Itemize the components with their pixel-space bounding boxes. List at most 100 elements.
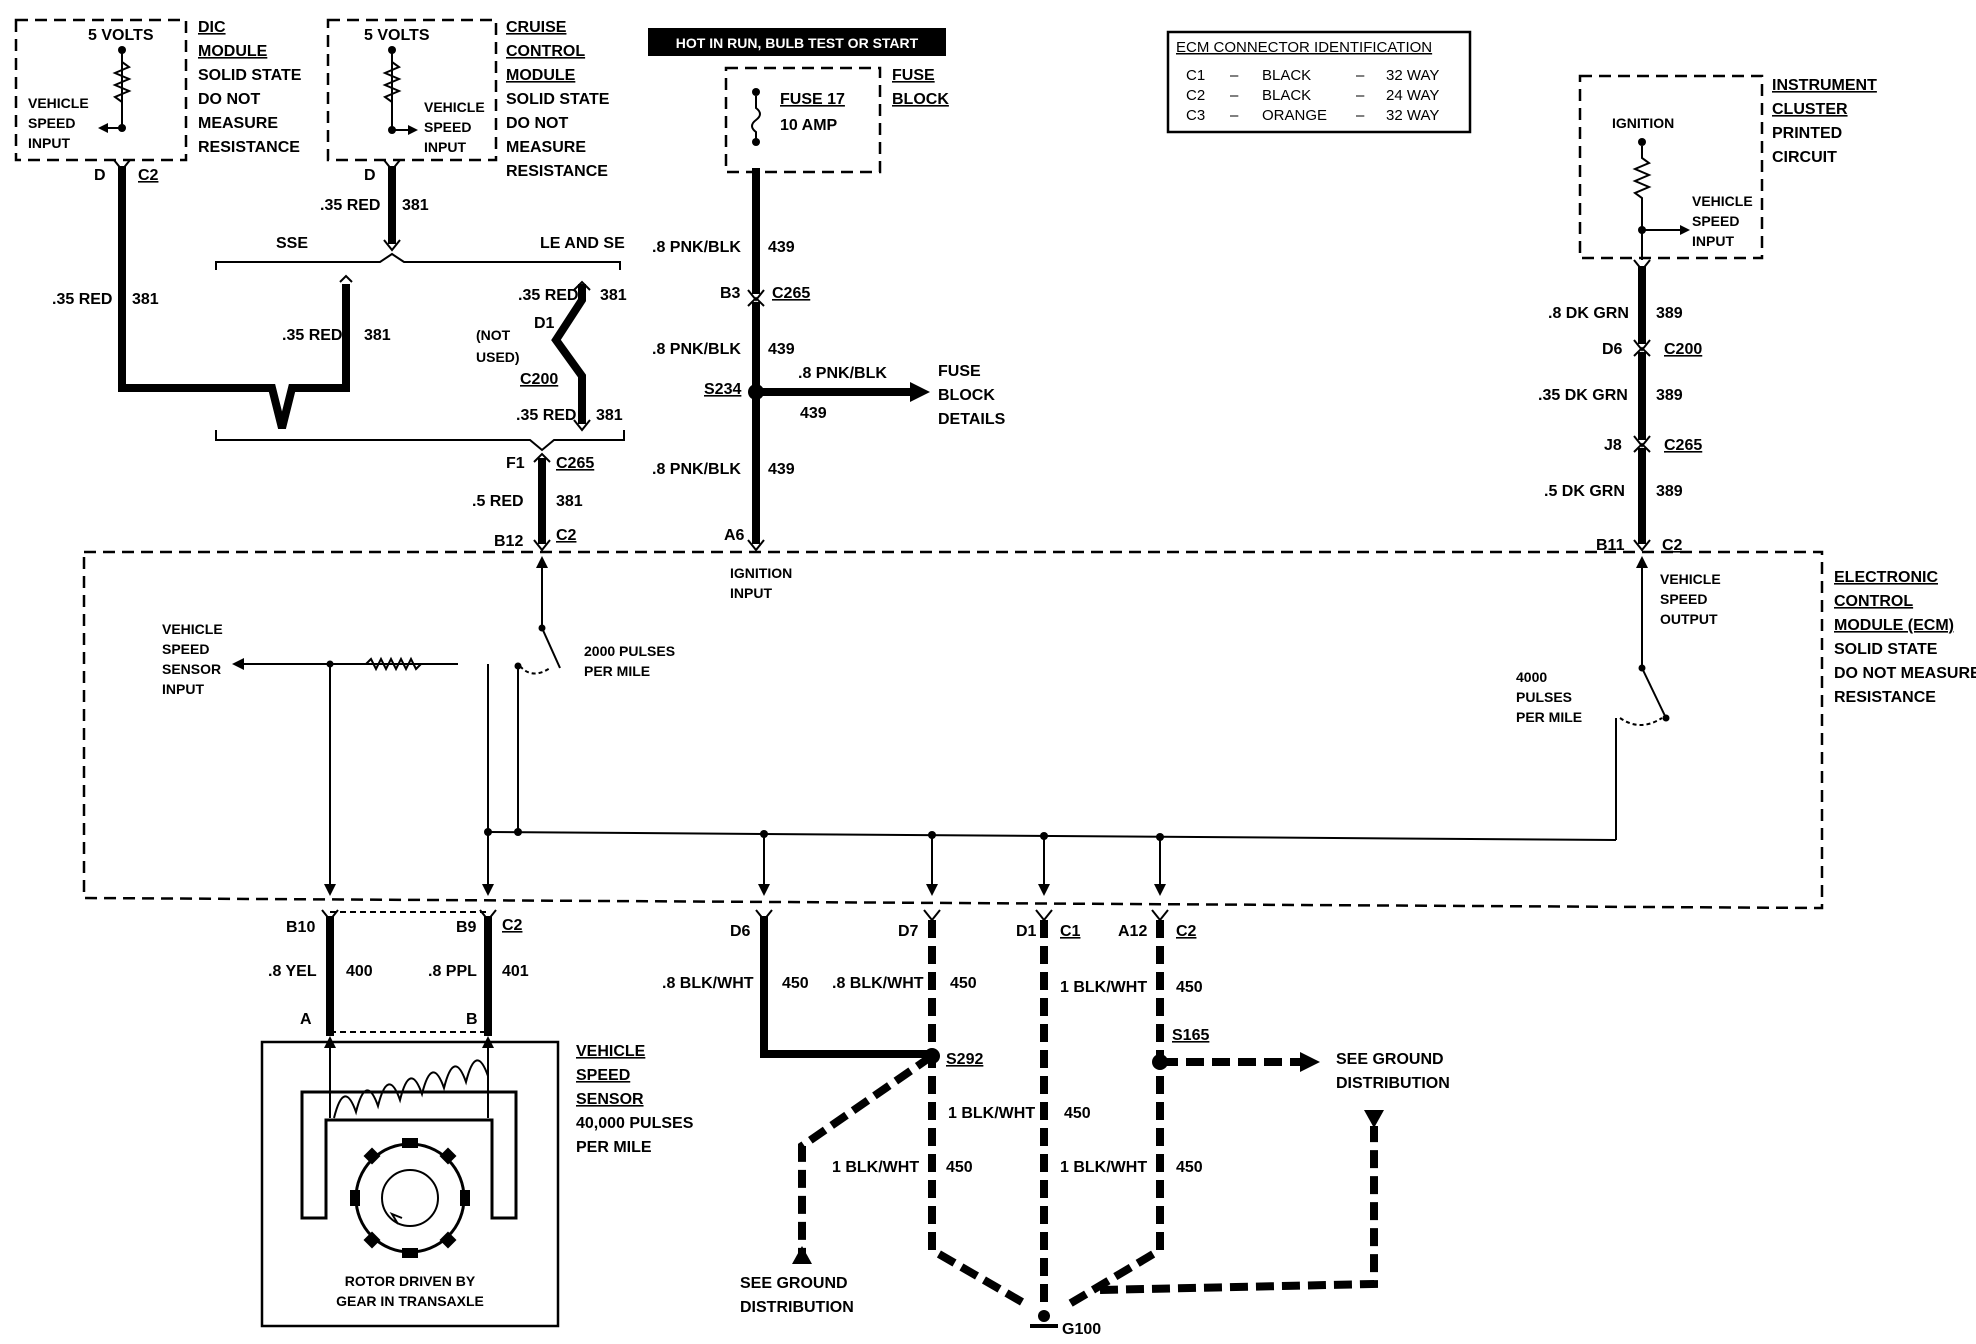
fuse-g1: .8 PNK/BLK <box>652 239 741 256</box>
dic-note-2: DO NOT <box>198 91 260 108</box>
cruise-volts: 5 VOLTS <box>364 27 430 44</box>
b3-label: B3 <box>720 285 741 302</box>
cruise-note-4: RESISTANCE <box>506 163 608 180</box>
cruise-title-3: MODULE <box>506 67 576 84</box>
p4000-3: PER MILE <box>1516 709 1582 725</box>
d7-label: D7 <box>898 923 919 940</box>
dic-note-3: MEASURE <box>198 115 278 132</box>
ecm-title-4: SOLID STATE <box>1834 641 1938 658</box>
c-400: 400 <box>346 963 373 980</box>
w4-gauge: .35 RED <box>518 287 578 304</box>
p2000-2: PER MILE <box>584 663 650 679</box>
cluster-title-4: CIRCUIT <box>1772 149 1837 166</box>
dic-title-1: DIC <box>198 19 226 36</box>
cruise-title-2: CONTROL <box>506 43 585 60</box>
ecm-conn-r3-c5: 32 WAY <box>1386 107 1439 124</box>
dic-note-4: RESISTANCE <box>198 139 300 156</box>
vss-title-4: 40,000 PULSES <box>576 1115 694 1132</box>
fuse-block-2: BLOCK <box>892 91 949 108</box>
d1-label-bottom: D1 <box>1016 923 1037 940</box>
cluster-g3: .5 DK GRN <box>1544 483 1625 500</box>
vss-in-3: SENSOR <box>162 661 221 677</box>
p4000-2: PULSES <box>1516 689 1572 705</box>
not-used-1: (NOT <box>476 327 511 343</box>
cluster-input-1: VEHICLE <box>1692 193 1753 209</box>
a-label: A <box>300 1011 312 1028</box>
cluster-c1: 389 <box>1656 305 1683 322</box>
vss-title-3: SENSOR <box>576 1091 644 1108</box>
w3-gauge: .35 RED <box>282 327 342 344</box>
ecm-title-6: RESISTANCE <box>1834 689 1936 706</box>
circuit-439: HOT IN RUN, BULB TEST OR START FUSE 17 1… <box>648 28 1006 601</box>
ecm-conn-r1-c5: 32 WAY <box>1386 67 1439 84</box>
see-gnd2-2: DISTRIBUTION <box>1336 1075 1450 1092</box>
ecm-connector-table: ECM CONNECTOR IDENTIFICATION C1 – BLACK … <box>1166 30 1472 134</box>
c2-label-left: C2 <box>556 527 577 544</box>
d6-label: D6 <box>730 923 751 940</box>
not-used-2: USED) <box>476 349 520 365</box>
w2-circ: 381 <box>402 197 429 214</box>
fuse-c1: 439 <box>768 239 795 256</box>
ecm-conn-r3-c2: – <box>1230 107 1239 124</box>
w3-circ: 381 <box>364 327 391 344</box>
p4000-1: 4000 <box>1516 669 1547 685</box>
p2000-1: 2000 PULSES <box>584 643 675 659</box>
cw-3: 450 <box>1176 979 1203 996</box>
b10-label: B10 <box>286 919 315 936</box>
fuse-details-1: FUSE <box>938 363 981 380</box>
circuit-381: .35 RED 381 .35 RED 381 SSE LE AND SE .3… <box>52 166 627 552</box>
fuse-name: FUSE 17 <box>780 91 845 108</box>
d6-label-cluster: D6 <box>1602 341 1623 358</box>
b9-label: B9 <box>456 919 477 936</box>
ecm-title-1: ELECTRONIC <box>1834 569 1938 586</box>
cruise-module: 5 VOLTS VEHICLE SPEED INPUT CRUISE CONTR… <box>326 18 610 184</box>
w1-circ: 381 <box>132 291 159 308</box>
ecm-conn-r2-c5: 24 WAY <box>1386 87 1439 104</box>
gw-1: .8 BLK/WHT <box>662 975 754 992</box>
vss-in-1: VEHICLE <box>162 621 223 637</box>
cw-6: 450 <box>1176 1159 1203 1176</box>
fuse-c4: 439 <box>768 461 795 478</box>
dic-input-1: VEHICLE <box>28 95 89 111</box>
cluster-g1: .8 DK GRN <box>1548 305 1629 322</box>
gw-3: 1 BLK/WHT <box>1060 979 1147 996</box>
dic-module: 5 VOLTS VEHICLE SPEED INPUT DIC MODULE S… <box>14 18 302 184</box>
cruise-pin: D <box>364 167 376 184</box>
cw-5: 450 <box>946 1159 973 1176</box>
cruise-input-3: INPUT <box>424 139 466 155</box>
cw-2: 450 <box>950 975 977 992</box>
ecm-module: ELECTRONIC CONTROL MODULE (ECM) SOLID ST… <box>82 550 1976 910</box>
ign-input-1: IGNITION <box>730 565 792 581</box>
w6-gauge: .5 RED <box>472 493 524 510</box>
cw-4: 450 <box>1064 1105 1091 1122</box>
cluster-c3: 389 <box>1656 483 1683 500</box>
a6-label: A6 <box>724 527 745 544</box>
s292-label: S292 <box>946 1051 983 1068</box>
a12-label: A12 <box>1118 923 1147 940</box>
vss-in-2: SPEED <box>162 641 209 657</box>
dic-pin: D <box>94 167 106 184</box>
f1-label: F1 <box>506 455 525 472</box>
fuse-details-3: DETAILS <box>938 411 1006 428</box>
vehicle-speed-sensor: B10 B9 C2 .8 YEL 400 .8 PPL 401 A B RO <box>260 909 694 1328</box>
see-gnd1-2: DISTRIBUTION <box>740 1299 854 1316</box>
ecm-conn-r3-c4: – <box>1356 107 1365 124</box>
b-label: B <box>466 1011 478 1028</box>
j8-label: J8 <box>1604 437 1622 454</box>
b12-label: B12 <box>494 533 523 550</box>
ecm-conn-r1-c2: – <box>1230 67 1239 84</box>
dic-note-1: SOLID STATE <box>198 67 302 84</box>
w5-gauge: .35 RED <box>516 407 576 424</box>
ecm-conn-r2-c4: – <box>1356 87 1365 104</box>
dic-volts: 5 VOLTS <box>88 27 154 44</box>
gw-5: 1 BLK/WHT <box>832 1159 919 1176</box>
dic-conn: C2 <box>138 167 159 184</box>
g-yel: .8 YEL <box>268 963 317 980</box>
sse-label: SSE <box>276 235 308 252</box>
ecm-conn-r1-c1: C1 <box>1186 67 1205 84</box>
cruise-note-3: MEASURE <box>506 139 586 156</box>
ecm-conn-r3-c1: C3 <box>1186 107 1205 124</box>
vs-out-2: SPEED <box>1660 591 1707 607</box>
fuse-rating: 10 AMP <box>780 117 838 134</box>
rotor-2: GEAR IN TRANSAXLE <box>336 1293 484 1309</box>
